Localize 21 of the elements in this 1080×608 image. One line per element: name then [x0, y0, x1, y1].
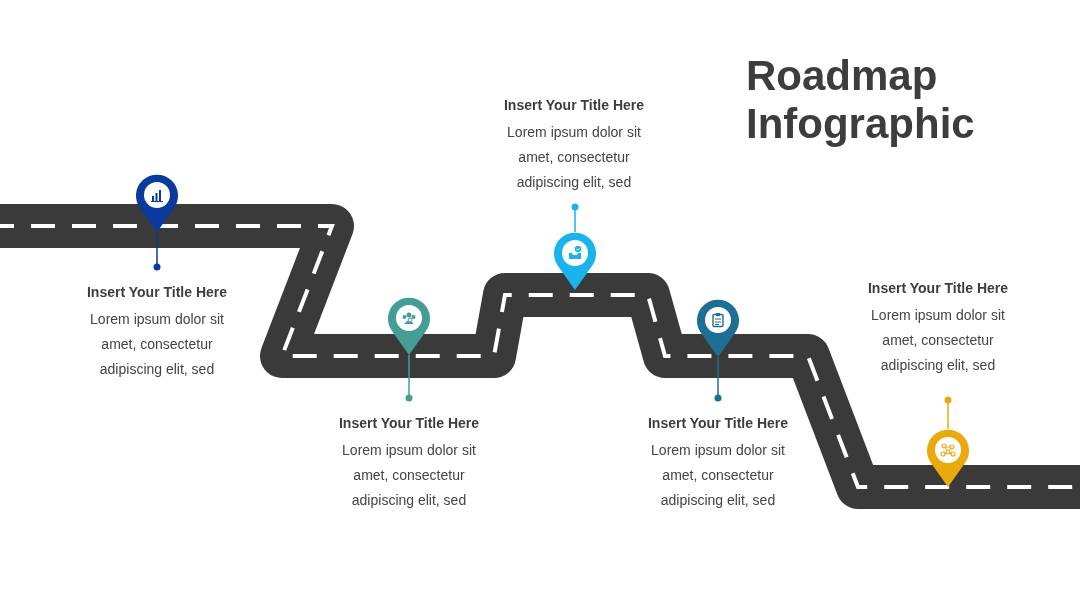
milestone-description: Lorem ipsum dolor sit amet, consectetur adipiscing elit, sed — [506, 123, 642, 192]
milestone-description: Lorem ipsum dolor sit amet, consectetur adipiscing elit, sed — [650, 441, 786, 510]
leader-line — [714, 356, 722, 402]
milestone-title: Insert Your Title Here — [647, 414, 789, 432]
milestone-title: Insert Your Title Here — [867, 279, 1009, 297]
milestone-description: Lorem ipsum dolor sit amet, consectetur adipiscing elit, sed — [870, 306, 1006, 375]
leader-line — [571, 203, 579, 233]
milestone-title: Insert Your Title Here — [86, 283, 228, 301]
leader-line — [153, 231, 161, 271]
milestone-description: Lorem ipsum dolor sit amet, consectetur adipiscing elit, sed — [89, 310, 225, 379]
map-pin — [696, 299, 740, 357]
map-pin — [387, 297, 431, 355]
map-pin — [135, 174, 179, 232]
milestone-description: Lorem ipsum dolor sit amet, consectetur adipiscing elit, sed — [341, 441, 477, 510]
leader-line — [405, 354, 413, 402]
map-pin — [553, 232, 597, 290]
title: Roadmap Infographic — [746, 52, 976, 148]
milestone-title: Insert Your Title Here — [503, 96, 645, 114]
leader-line — [944, 396, 952, 430]
map-pin — [926, 429, 970, 487]
milestone-title: Insert Your Title Here — [338, 414, 480, 432]
